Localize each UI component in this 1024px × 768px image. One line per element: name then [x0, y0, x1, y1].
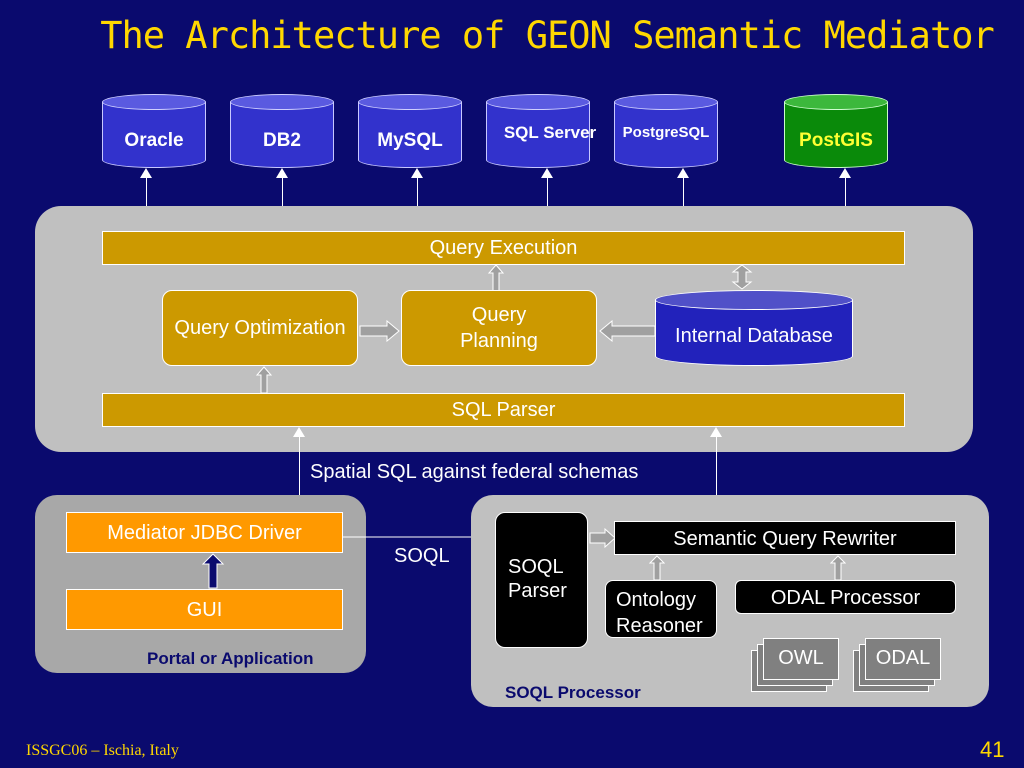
arrow-head — [276, 168, 288, 178]
db-sqlserver-label: SQL Server — [503, 123, 597, 142]
block-arrow-up — [649, 555, 665, 581]
portal-label: Portal or Application — [147, 649, 314, 668]
db-postgresql: PostgreSQL — [614, 94, 718, 168]
arrow-head — [293, 427, 305, 437]
db-mysql-label: MySQL — [377, 130, 443, 151]
mediator-jdbc-driver: Mediator JDBC Driver — [66, 512, 343, 553]
slide-title: The Architecture of GEON Semantic Mediat… — [100, 14, 995, 57]
odal-processor: ODAL Processor — [735, 580, 956, 614]
db-sqlserver: SQL Server — [486, 94, 596, 168]
soql-processor-label: SOQL Processor — [505, 683, 641, 702]
arrow-line — [716, 434, 717, 520]
arrow-line — [547, 176, 548, 232]
block-arrow-up — [256, 366, 272, 394]
page-number: 41 — [980, 737, 1005, 762]
odal-documents: ODAL — [853, 638, 947, 694]
block-arrow-right — [589, 528, 616, 548]
owl-label: OWL — [763, 638, 839, 680]
db-db2-label: DB2 — [262, 130, 301, 151]
query-planning: Query Planning — [401, 290, 597, 366]
arrow-head — [710, 427, 722, 437]
block-arrow-updown — [731, 264, 753, 290]
db-oracle: Oracle — [102, 94, 206, 168]
query-execution: Query Execution — [102, 231, 905, 265]
arrow-line — [845, 176, 846, 232]
soql-parser: SOQL Parser — [495, 512, 588, 648]
gui-box: GUI — [66, 589, 343, 630]
block-arrow-right — [359, 320, 400, 342]
arrow-line — [282, 176, 283, 232]
arrow-head — [839, 168, 851, 178]
arrow-head — [541, 168, 553, 178]
footer-text: ISSGC06 – Ischia, Italy — [26, 742, 179, 759]
arrow-line — [146, 176, 147, 232]
db-mysql: MySQL — [358, 94, 462, 168]
block-arrow-left — [599, 320, 656, 342]
semantic-query-rewriter: Semantic Query Rewriter — [614, 521, 956, 555]
block-arrow-up — [830, 555, 846, 581]
db-postgis-label: PostGIS — [799, 130, 873, 151]
ontology-reasoner: Ontology Reasoner — [605, 580, 717, 638]
db-db2: DB2 — [230, 94, 334, 168]
arrow-line — [683, 176, 684, 232]
internal-database: Internal Database — [655, 290, 853, 366]
sql-parser: SQL Parser — [102, 393, 905, 427]
db-oracle-label: Oracle — [124, 130, 184, 151]
db-postgis: PostGIS — [784, 94, 888, 168]
arrow-line — [299, 434, 300, 512]
query-optimization: Query Optimization — [162, 290, 358, 366]
arrow-head — [411, 168, 423, 178]
arrow-line — [417, 176, 418, 232]
internal-database-label: Internal Database — [675, 325, 833, 347]
arrow-head — [677, 168, 689, 178]
spatial-sql-label: Spatial SQL against federal schemas — [310, 461, 639, 483]
owl-documents: OWL — [751, 638, 845, 694]
odal-label: ODAL — [865, 638, 941, 680]
db-postgresql-label: PostgreSQL — [622, 124, 710, 141]
block-arrow-up — [488, 264, 504, 292]
soql-label: SOQL — [394, 545, 450, 567]
block-arrow-up-dark — [201, 553, 225, 589]
arrow-head — [140, 168, 152, 178]
